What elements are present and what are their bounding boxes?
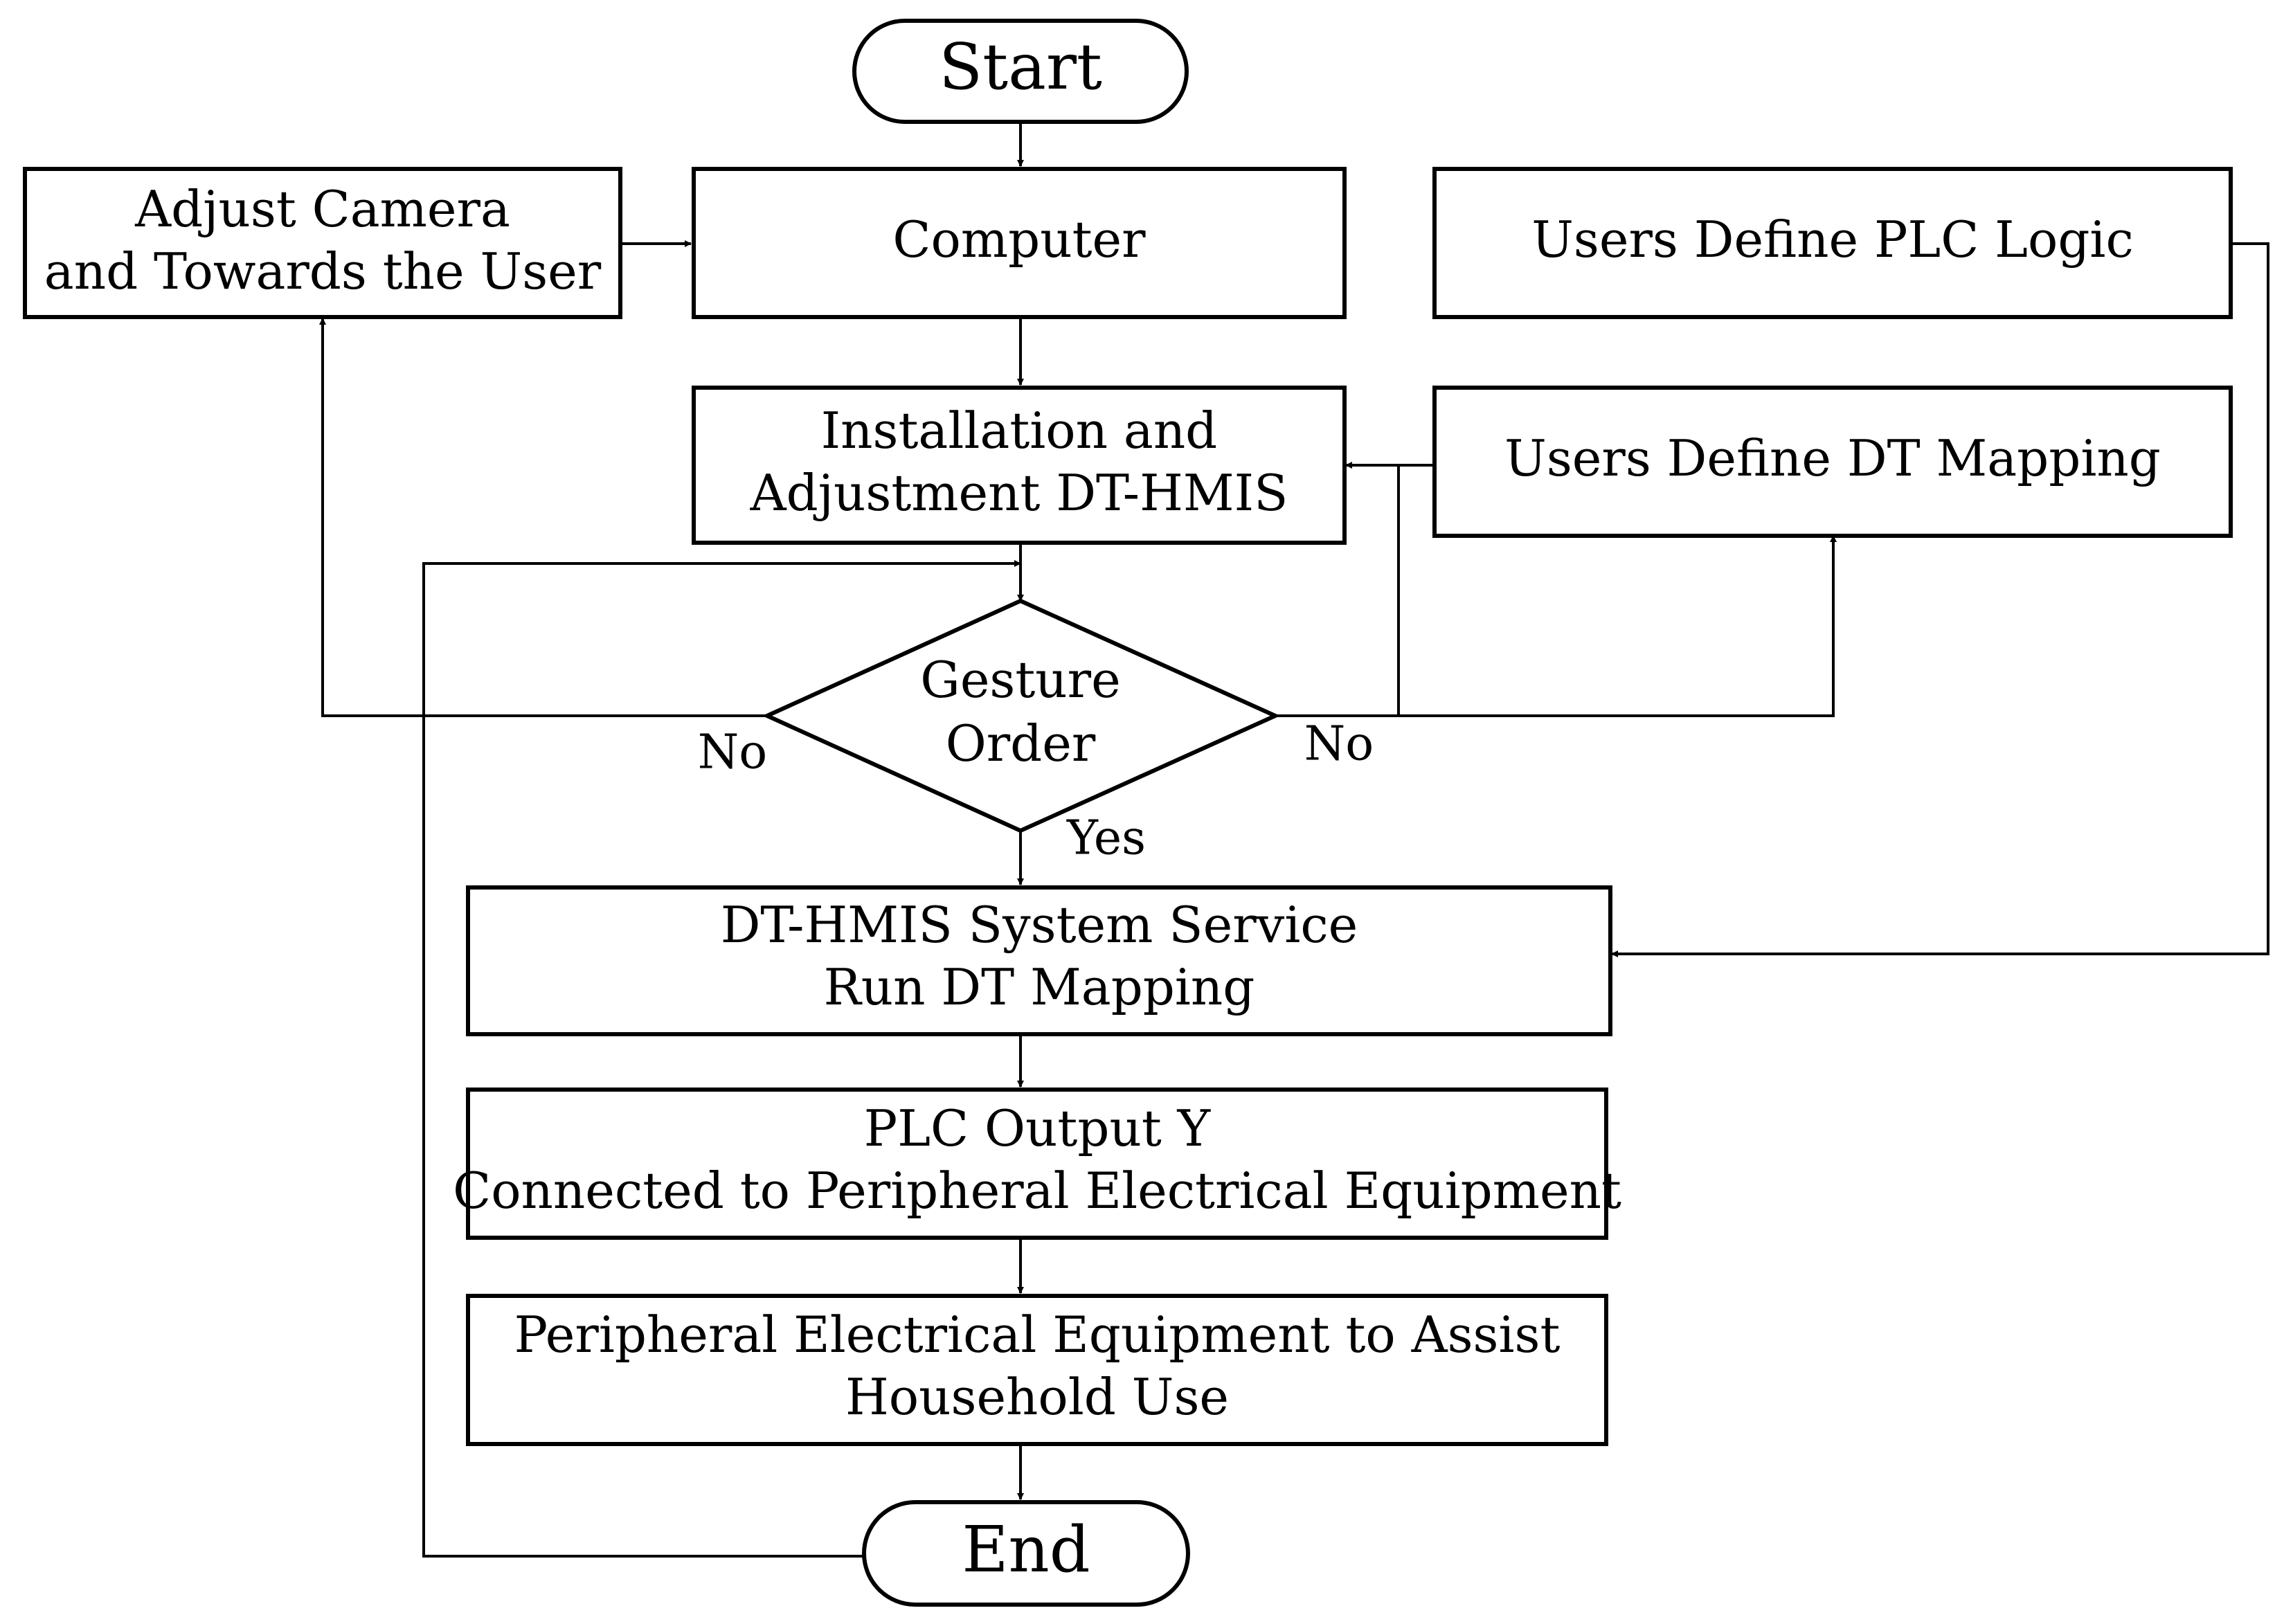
- computer-node: Computer: [692, 167, 1347, 319]
- end-node: End: [862, 1500, 1190, 1607]
- gesture-line1: Gesture: [920, 651, 1120, 709]
- plc-output-line1: PLC Output Y: [864, 1099, 1212, 1157]
- peripheral-node: Peripheral Electrical Equipment to Assis…: [466, 1294, 1608, 1446]
- edge-label-yes: Yes: [1066, 811, 1146, 866]
- gesture-decision-node: Gesture Order: [762, 598, 1281, 833]
- system-service-line2: Run DT Mapping: [824, 958, 1255, 1016]
- start-label: Start: [939, 30, 1102, 104]
- connectors: [319, 122, 2269, 1558]
- adjust-camera-line1: Adjust Camera: [134, 180, 510, 238]
- system-service-line1: DT-HMIS System Service: [721, 896, 1358, 954]
- peripheral-line1: Peripheral Electrical Equipment to Assis…: [514, 1306, 1561, 1364]
- gesture-line2: Order: [946, 714, 1096, 773]
- plc-logic-node: Users Define PLC Logic: [1432, 167, 2233, 319]
- adjust-camera-line2: and Towards the User: [44, 242, 602, 300]
- installation-line1: Installation and: [821, 402, 1218, 460]
- dt-mapping-node: Users Define DT Mapping: [1432, 386, 2233, 538]
- arrow-gesture-no-to-dtmapping: [1275, 535, 1837, 717]
- plc-output-line2: Connected to Peripheral Electrical Equip…: [453, 1162, 1621, 1220]
- installation-line2: Adjustment DT-HMIS: [750, 464, 1288, 522]
- edge-label-no-left: No: [698, 725, 767, 780]
- plc-output-node: PLC Output Y Connected to Peripheral Ele…: [453, 1088, 1621, 1240]
- arrow-gesture-no-to-camera: [319, 318, 767, 717]
- start-node: Start: [852, 19, 1189, 124]
- arrow-plclogic-to-service: [1611, 242, 2269, 957]
- peripheral-line2: Household Use: [845, 1368, 1229, 1426]
- adjust-camera-node: Adjust Camera and Towards the User: [23, 167, 622, 319]
- dt-mapping-label: Users Define DT Mapping: [1504, 429, 2161, 487]
- computer-label: Computer: [892, 210, 1146, 269]
- installation-node: Installation and Adjustment DT-HMIS: [692, 386, 1347, 545]
- plc-logic-label: Users Define PLC Logic: [1531, 210, 2134, 269]
- edge-label-no-right: No: [1304, 717, 1374, 772]
- system-service-node: DT-HMIS System Service Run DT Mapping: [466, 885, 1612, 1036]
- arrow-end-loop-to-gesture: [422, 560, 1021, 1558]
- end-label: End: [962, 1513, 1090, 1587]
